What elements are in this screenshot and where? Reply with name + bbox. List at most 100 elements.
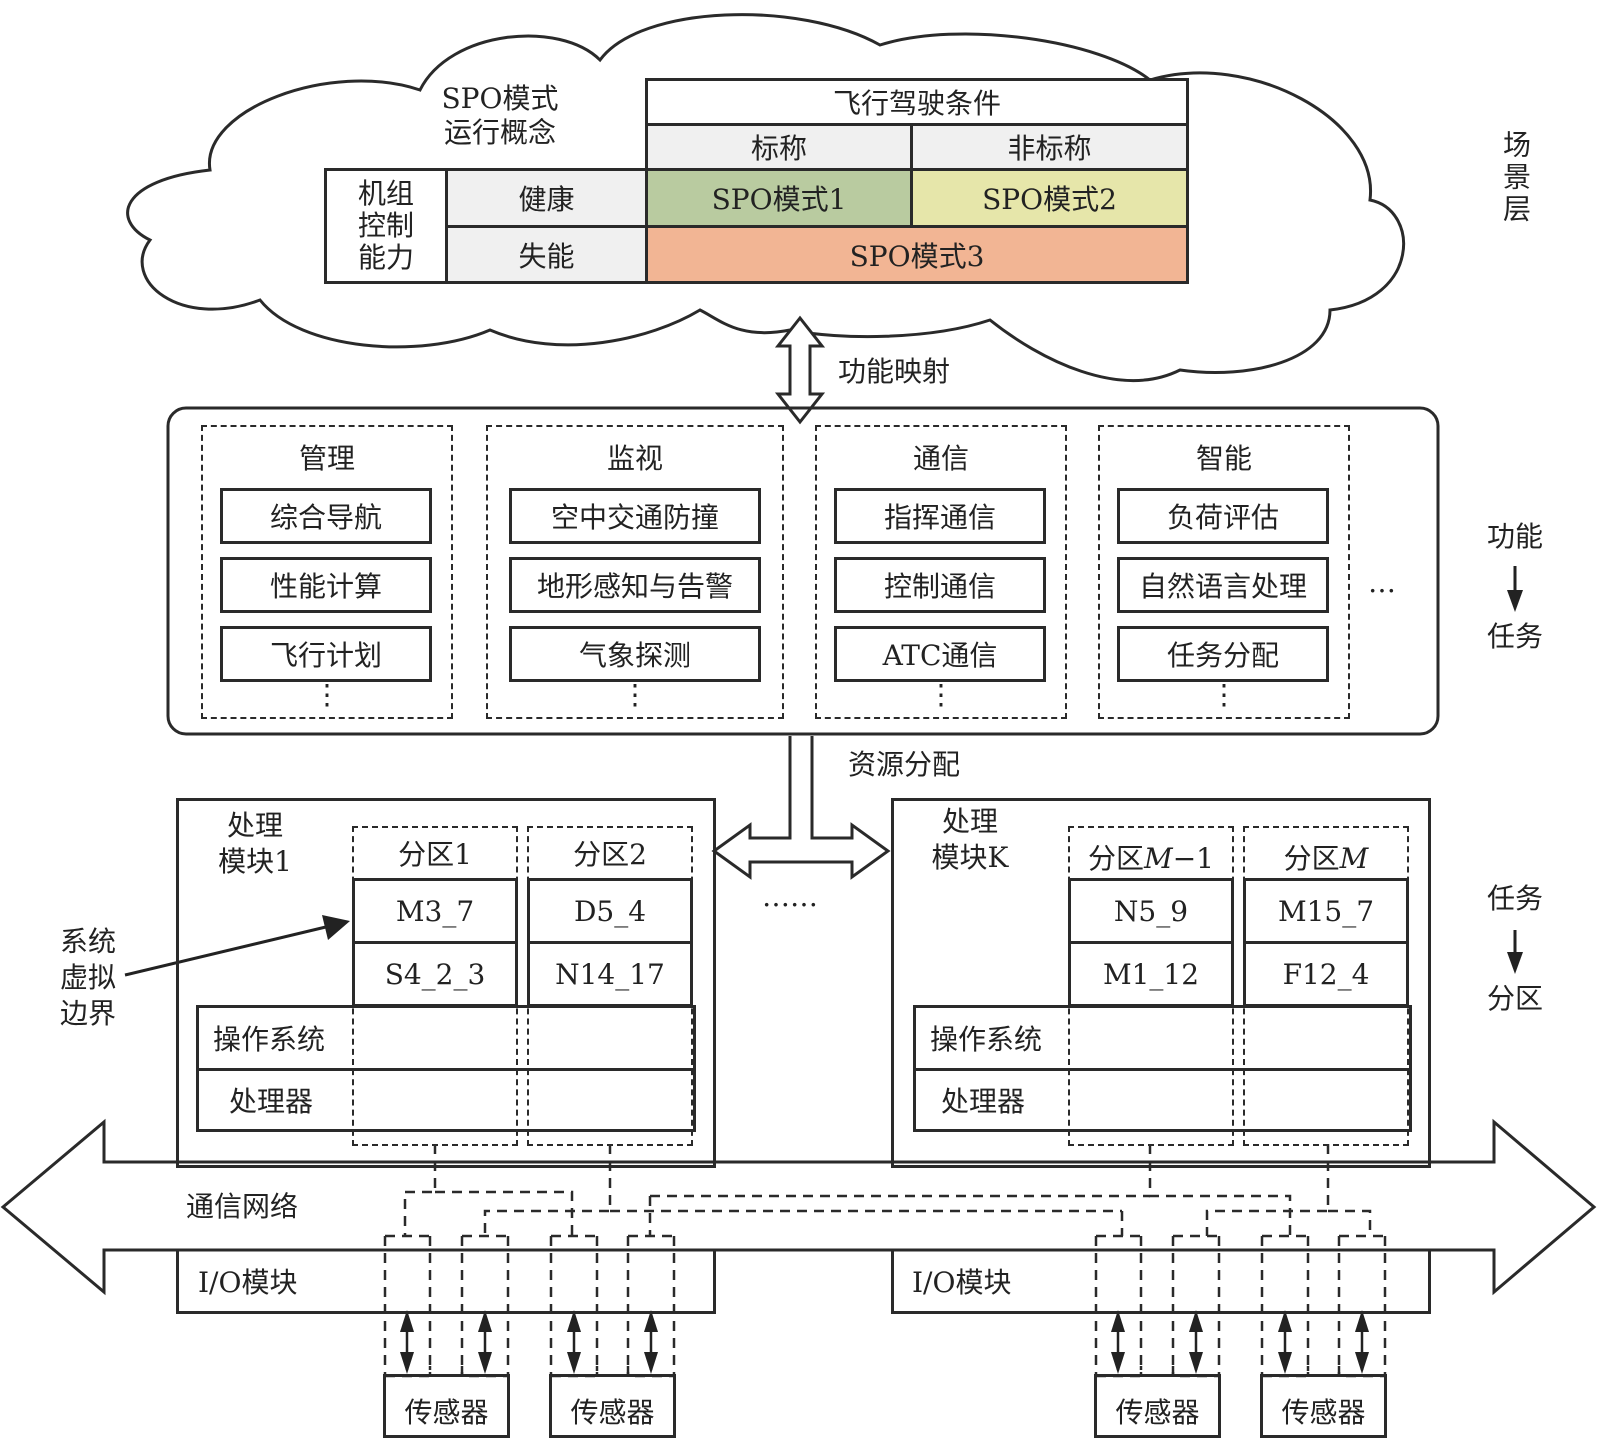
function-task-side-top: 功能 [1486,520,1543,553]
processing-module-k [891,798,1431,1168]
function-group-title: 智能 [1195,442,1252,475]
io-module-1-label: I/O模块 [198,1266,298,1299]
virtual-boundary-line: 虚拟 [59,961,116,994]
function-item: 气象探测 [509,626,761,682]
partition-title: 分区M [1243,842,1409,876]
function-group-management [201,425,453,719]
partition-title-suffix: −1 [1172,842,1214,875]
function-ellipsis: ⋮ [621,678,649,711]
partition-title: 分区M−1 [1068,842,1234,876]
module-k-processor-row: 处理器 [913,1068,1412,1132]
sensor-arrow [1355,1310,1369,1374]
partition-title-var: M [1339,842,1369,875]
virtual-boundary-pointer [124,915,350,977]
crew-capability-line: 机组 [357,177,414,210]
crew-capability-label: 机组 控制 能力 [324,168,448,284]
crew-capability-line: 控制 [357,209,414,242]
function-item: 综合导航 [220,488,432,544]
function-mapping-label: 功能映射 [838,355,951,388]
incapacitated-row-label: 失能 [445,225,648,284]
sensor-arrow [1189,1310,1203,1374]
function-to-task-arrow [1507,566,1523,612]
spo-mode-3-cell: SPO模式3 [645,225,1189,284]
sensor-arrow [1111,1310,1125,1374]
function-group-title: 通信 [912,442,969,475]
task-cell: S4_2_3 [352,941,518,1007]
partition-title: 分区1 [398,838,472,871]
function-group-intelligence [1098,425,1350,719]
task-cell: D5_4 [527,878,693,944]
virtual-boundary-label: 系统 虚拟 边界 [50,924,126,1032]
spo-mode-1-cell: SPO模式1 [645,168,913,228]
crew-capability-line: 能力 [357,241,414,274]
function-ellipsis: ⋮ [313,678,341,711]
function-group-title: 管理 [298,442,355,475]
flight-conditions-header: 飞行驾驶条件 [645,78,1189,126]
function-item: 地形感知与告警 [509,557,761,613]
function-ellipsis: ⋮ [927,678,955,711]
spo-mode-2-cell: SPO模式2 [910,168,1189,228]
partition-title: 分区2 [573,838,647,871]
module-1-processor-row: 处理器 [196,1068,696,1132]
partition-title-prefix: 分区 [1088,842,1145,875]
resource-allocation-label: 资源分配 [848,748,961,781]
function-group-surveillance [486,425,784,719]
module-k-title: 处理 模块K [915,804,1025,876]
function-item: 性能计算 [220,557,432,613]
function-group-communication [815,425,1067,719]
function-mapping-arrow [774,315,826,425]
scene-layer-text: 场景层 [1499,130,1532,226]
function-item: 飞行计划 [220,626,432,682]
function-group-title: 监视 [606,442,663,475]
sensor-arrow [567,1310,581,1374]
function-item: 空中交通防撞 [509,488,761,544]
sensor-arrow [478,1310,492,1374]
virtual-boundary-line: 边界 [59,997,116,1030]
sensor-io-arrows [400,1310,1369,1374]
module-title-line: 模块K [931,841,1009,874]
task-cell: M1_12 [1068,941,1234,1007]
function-item: 指挥通信 [834,488,1046,544]
task-cell: F12_4 [1243,941,1409,1007]
module-title-line: 处理 [941,805,998,838]
task-cell: N5_9 [1068,878,1234,944]
module-1-title: 处理 模块1 [200,808,310,880]
sensor-box: 传感器 [1094,1374,1221,1438]
function-item: 自然语言处理 [1117,557,1329,613]
more-functions-ellipsis: … [1368,566,1396,599]
task-partition-side-bottom: 分区 [1486,982,1543,1015]
sensor-arrow [1278,1310,1292,1374]
spo-concept-line1: SPO模式 [441,82,559,115]
partition-title-prefix: 分区 [1283,842,1340,875]
sensor-arrow [400,1310,414,1374]
task-to-partition-arrow [1507,930,1523,974]
module-title-line: 处理 [226,809,283,842]
function-task-side-bottom: 任务 [1486,620,1543,653]
healthy-row-label: 健康 [445,168,648,228]
function-item: 任务分配 [1117,626,1329,682]
nominal-header: 标称 [645,123,913,171]
processing-module-1 [176,798,716,1168]
task-cell: M3_7 [352,878,518,944]
io-module-1 [176,1250,716,1314]
scene-layer-side-label: 场景层 [1495,130,1535,235]
io-module-k [891,1250,1431,1314]
function-ellipsis: ⋮ [1210,678,1238,711]
function-item: 控制通信 [834,557,1046,613]
function-layer-container [166,406,1440,736]
io-module-k-label: I/O模块 [912,1266,1012,1299]
module-title-line: 模块1 [218,845,292,878]
sensor-box: 传感器 [549,1374,676,1438]
function-item: 负荷评估 [1117,488,1329,544]
network-arrow [0,1118,1597,1296]
communication-network-label: 通信网络 [186,1190,299,1223]
non-nominal-header: 非标称 [910,123,1189,171]
sensor-box: 传感器 [383,1374,510,1438]
resource-allocation-arrow [711,736,891,880]
partition-title-var: M [1144,842,1173,875]
between-modules-ellipsis: …… [762,880,818,913]
spo-concept-line2: 运行概念 [443,116,556,149]
task-cell: M15_7 [1243,878,1409,944]
virtual-boundary-line: 系统 [59,925,116,958]
task-partition-side-top: 任务 [1486,882,1543,915]
